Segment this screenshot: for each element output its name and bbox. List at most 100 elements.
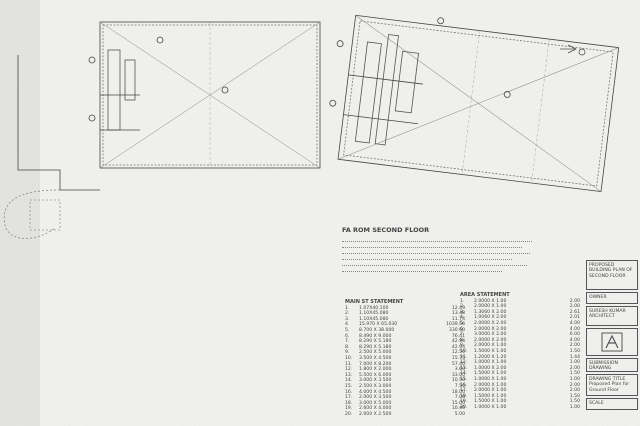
scale-label: SCALE	[589, 401, 604, 406]
table-cell-desc: 1.0000 X 1.00	[474, 404, 507, 410]
table-cell-desc: 2.0000 X 2.00	[474, 320, 507, 326]
table-cell-no: 16.	[460, 382, 468, 388]
table-cell-area: 12.49	[451, 305, 465, 311]
table-cell-desc: 1.3060 X 2.00	[474, 309, 507, 315]
table-cell-no: 5.	[345, 327, 350, 333]
table-cell-desc: 3.000 X 3.500	[359, 378, 392, 384]
table-cell-no: 7.	[345, 339, 350, 345]
table-cell-area: 7.00	[454, 395, 465, 401]
table-cell-no: 11.	[460, 354, 468, 360]
architect-logo-icon	[601, 332, 623, 352]
table-cell-no: 14.	[460, 371, 468, 377]
table-cell-area: 1.00	[569, 404, 580, 410]
left-building-plan	[3, 21, 321, 239]
table-row: 14. 3.000 X 3.500 10.50	[345, 378, 465, 384]
table-cell-no: 9.	[460, 343, 465, 349]
table-cell-area: 4.00	[569, 326, 580, 332]
architect-name: SURESH KUMAR	[589, 309, 626, 314]
table-cell-area: 10.50	[451, 378, 465, 384]
table-cell-no: 5.	[460, 320, 465, 326]
table-cell-no: 16.	[345, 389, 353, 395]
sheet-title-box: SUBMISSION DRAWING	[586, 358, 638, 372]
title-project-box: PROPOSED BUILDING PLAN OF SECOND FLOOR	[586, 260, 638, 290]
area-statement-title: AREA STATEMENT	[460, 292, 510, 298]
table-cell-no: 17.	[345, 395, 353, 401]
table-row: 3. 1.10X45.080 11.74	[345, 317, 465, 323]
table-cell-desc: 8.290 X 5.180	[359, 344, 392, 350]
table-cell-no: 18.	[460, 393, 468, 399]
owner-label: OWNER	[589, 295, 607, 300]
table-cell-no: 2.	[460, 304, 465, 310]
table-cell-desc: 2.0000 X 1.00	[474, 298, 507, 304]
table-cell-area: 4.00	[569, 320, 580, 326]
logo-box	[586, 328, 638, 356]
table-cell-desc: 1.0060 X 2.00	[474, 315, 507, 321]
table-cell-area: 57.40	[451, 361, 465, 367]
table-cell-desc: 2.500 X 3.000	[359, 383, 392, 389]
table-cell-no: 3.	[345, 316, 350, 322]
owner-box: OWNER	[586, 292, 638, 304]
table-cell-desc: 1.10X45.080	[359, 316, 389, 322]
table-cell-desc: 2.0000 X 1.00	[474, 304, 507, 310]
table-cell-desc: 3.500 X 4.500	[359, 355, 392, 361]
table-cell-desc: 1.0000 X 2.00	[474, 365, 507, 371]
table-cell-area: 76.41	[451, 333, 465, 339]
table-cell-desc: 7.000 X 8.200	[359, 361, 392, 367]
table-cell-area: 2.00	[569, 298, 580, 304]
table-cell-area: 33.00	[451, 372, 465, 378]
floor-notes-body	[342, 236, 532, 272]
table-cell-no: 19.	[345, 406, 353, 412]
table-cell-area: 1.50	[569, 348, 580, 354]
right-building-plan	[329, 14, 620, 193]
table-cell-area: 1.50	[569, 393, 580, 399]
table-cell-desc: 2.0000 X 2.00	[474, 337, 507, 343]
table-row: 5. 2.0000 X 2.00 4.00	[460, 321, 580, 327]
table-cell-no: 18.	[345, 400, 353, 406]
table-row: 2. 2.0000 X 1.00 2.00	[460, 304, 580, 310]
drawing-title-box: DRAWING TITLE Proposed Plan for Ground F…	[586, 374, 638, 396]
table-cell-no: 4.	[345, 322, 350, 328]
table-cell-desc: 1.5000 X 1.00	[474, 348, 507, 354]
table-cell-no: 12.	[345, 367, 353, 373]
table-cell-area: 6.00	[569, 332, 580, 338]
table-cell-desc: 2.000 X 3.500	[359, 395, 392, 401]
table-cell-area: 5.00	[454, 411, 465, 417]
table-cell-area: 2.00	[569, 343, 580, 349]
floor-notes-title: FA ROM SECOND FLOOR	[342, 226, 430, 234]
table-cell-no: 14.	[345, 378, 353, 384]
drawing-name: Proposed Plan for Ground Floor	[589, 382, 630, 393]
table-cell-no: 15.	[345, 383, 353, 389]
table-cell-area: 18.00	[451, 389, 465, 395]
table-cell-no: 3.	[460, 309, 465, 315]
table-cell-area: 11.74	[451, 316, 465, 322]
table-cell-no: 7.	[460, 332, 465, 338]
table-cell-area: 2.00	[569, 304, 580, 310]
table-cell-desc: 2.0000 X 1.00	[474, 388, 507, 394]
table-cell-desc: 1.07X40.100	[359, 305, 389, 311]
north-arrow-icon	[560, 44, 586, 56]
table-cell-area: 7.50	[454, 383, 465, 389]
project-title: PROPOSED BUILDING PLAN OF SECOND FLOOR	[589, 263, 633, 279]
table-row: 15. 2.500 X 3.000 7.50	[345, 384, 465, 390]
